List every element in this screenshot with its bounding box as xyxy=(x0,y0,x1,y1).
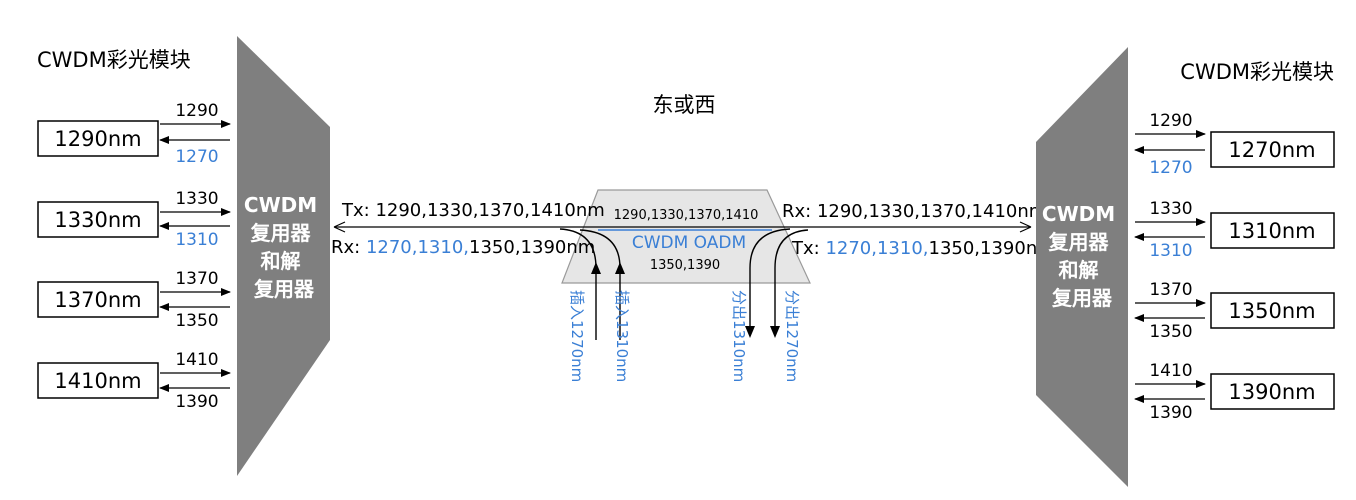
tx-wavelength: 1310 xyxy=(1149,241,1192,261)
module-box xyxy=(37,281,159,318)
drop-fiber-1270 xyxy=(774,229,809,330)
left-mux-demux xyxy=(237,36,330,476)
rx-wavelength: 1270 xyxy=(175,147,218,167)
oadm-name: CWDM OADM xyxy=(632,233,746,253)
oadm-block xyxy=(561,189,811,284)
right-module-1350: 1350nm 1370 1350 xyxy=(1134,280,1335,342)
tx-wavelength: 1390 xyxy=(1149,403,1192,423)
module-box xyxy=(1210,131,1335,168)
module-box xyxy=(1210,373,1335,410)
oadm-bottom-wavelengths: 1350,1390 xyxy=(650,258,720,273)
trunk-arrow-left xyxy=(333,221,346,228)
drop-label-1270: 分出1270nm xyxy=(783,290,801,382)
left-module-1330: 1330nm 1330 1310 xyxy=(37,189,231,250)
left-module-1410: 1410nm 1410 1390 xyxy=(37,350,231,412)
left-title: CWDM彩光模块 xyxy=(37,48,191,72)
module-box xyxy=(37,120,159,157)
left-module-1290: 1290nm 1290 1270 xyxy=(37,101,231,167)
tx-wavelength: 1370 xyxy=(175,269,218,289)
module-label: 1290nm xyxy=(54,127,141,151)
module-label: 1410nm xyxy=(54,369,141,393)
module-box xyxy=(1210,212,1335,249)
rx-wavelength: 1290 xyxy=(1149,111,1192,131)
module-label: 1310nm xyxy=(1228,219,1315,243)
right-tx-label: Tx: 1270,1310,1350,1390nm xyxy=(791,238,1055,259)
module-label: 1390nm xyxy=(1228,380,1315,404)
right-module-1390: 1390nm 1410 1390 xyxy=(1134,361,1335,423)
rx-wavelength: 1410 xyxy=(1149,361,1192,381)
left-tx-label: Tx: 1290,1330,1370,1410nm xyxy=(341,200,605,221)
add-arrow-1270 xyxy=(591,262,601,274)
right-title: CWDM彩光模块 xyxy=(1180,60,1334,84)
rx-wavelength: 1390 xyxy=(175,392,218,412)
tx-wavelength: 1330 xyxy=(175,189,218,209)
trunk-arrow-right-b xyxy=(1019,226,1032,233)
left-module-1370: 1370nm 1370 1350 xyxy=(37,269,231,331)
center-title: 东或西 xyxy=(653,93,716,117)
left-rx-label: Rx: 1270,1310,1350,1390nm xyxy=(331,237,595,258)
module-label: 1270nm xyxy=(1228,138,1315,162)
right-mux-demux xyxy=(1036,47,1128,487)
right-rx-label: Rx: 1290,1330,1370,1410nm xyxy=(782,201,1046,222)
drop-arrow-1270 xyxy=(770,326,780,338)
right-mux-label: CWDM 复用器 和解 复用器 xyxy=(1042,202,1122,310)
drop-arrow-1310 xyxy=(745,326,755,338)
tx-wavelength: 1410 xyxy=(175,350,218,370)
drop-fiber-1310 xyxy=(749,228,791,330)
add-arrow-1310 xyxy=(615,262,625,274)
drop-label-1310: 分出1310nm xyxy=(730,290,748,382)
rx-wavelength: 1370 xyxy=(1149,280,1192,300)
tx-wavelength: 1290 xyxy=(175,101,218,121)
oadm-through-wavelengths: 1290,1330,1370,1410 xyxy=(614,208,759,223)
rx-wavelength: 1310 xyxy=(175,230,218,250)
tx-wavelength: 1350 xyxy=(1149,322,1192,342)
add-label-1310: 插入1310nm xyxy=(613,290,631,382)
add-label-1270: 插入1270nm xyxy=(568,290,586,382)
module-label: 1330nm xyxy=(54,208,141,232)
rx-wavelength: 1350 xyxy=(175,311,218,331)
module-box xyxy=(37,362,159,399)
module-label: 1370nm xyxy=(54,288,141,312)
rx-wavelength: 1330 xyxy=(1149,199,1192,219)
right-module-1310: 1310nm 1330 1310 xyxy=(1134,199,1335,261)
trunk-arrow-left-b xyxy=(333,226,346,233)
right-module-1270: 1270nm 1290 1270 xyxy=(1134,111,1335,178)
tx-wavelength: 1270 xyxy=(1149,158,1192,178)
trunk-arrow-right xyxy=(1019,221,1032,228)
module-box xyxy=(37,201,159,238)
module-label: 1350nm xyxy=(1228,299,1315,323)
left-mux-label: CWDM 复用器 和解 复用器 xyxy=(244,193,324,301)
module-box xyxy=(1210,292,1335,329)
